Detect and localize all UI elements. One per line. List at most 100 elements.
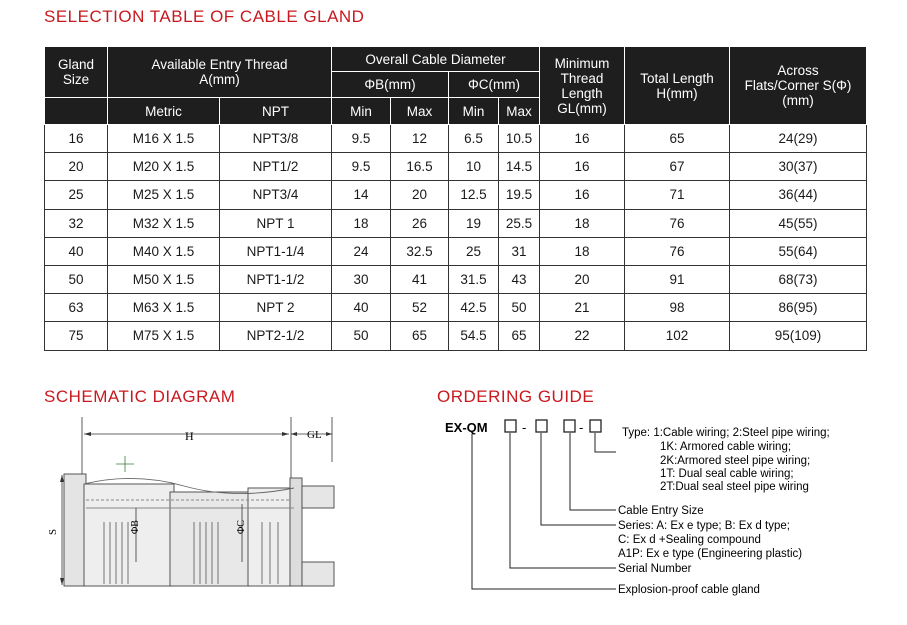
cell-phi-b-min: 9.5 — [331, 123, 392, 154]
model-code: EX-QM — [445, 420, 488, 435]
cell-phi-c-min: 31.5 — [448, 264, 500, 295]
code-dash-2: - — [579, 420, 583, 435]
cell-phi-b-min: 24 — [331, 236, 392, 266]
cell-npt: NPT1-1/2 — [218, 264, 333, 295]
cell-phi-b-max: 41 — [390, 264, 450, 295]
series-line-2: C: Ex d +Sealing compound — [618, 534, 761, 546]
entry-size-label: Cable Entry Size — [618, 505, 704, 517]
cell-phi-b-max: 12 — [390, 123, 450, 154]
cell-phi-b-min: 30 — [331, 264, 392, 295]
cell-gland-size: 75 — [44, 321, 108, 351]
cell-across-flats: 45(55) — [729, 208, 868, 238]
dimension-h-label: H — [185, 429, 194, 443]
dimension-phi-c-label: ΦC — [236, 520, 247, 534]
cell-min-thread: 21 — [539, 293, 626, 323]
cell-gland-size: 63 — [44, 293, 108, 323]
cell-phi-c-max: 25.5 — [498, 208, 541, 238]
cell-across-flats: 86(95) — [729, 293, 868, 323]
cell-total-length: 65 — [624, 123, 731, 154]
cell-gland-size: 20 — [44, 152, 108, 182]
series-line-1: Series: A: Ex e type; B: Ex d type; — [618, 520, 790, 532]
dimension-gl-label: GL — [307, 429, 322, 441]
cell-across-flats: 24(29) — [729, 123, 868, 154]
serial-number-label: Serial Number — [618, 563, 692, 575]
selection-table: Gland Size Available Entry Thread A(mm) … — [44, 46, 868, 351]
header-overall-diameter: Overall Cable Diameter — [331, 46, 541, 72]
cell-npt: NPT2-1/2 — [218, 321, 333, 351]
cell-phi-c-max: 31 — [498, 236, 541, 266]
header-gland-size: Gland Size — [44, 46, 108, 98]
header-across-flats: Across Flats/Corner S(Φ) (mm) — [729, 46, 868, 125]
cell-total-length: 91 — [624, 264, 731, 295]
dimension-phi-b-label: ΦB — [130, 520, 141, 534]
cell-phi-c-min: 19 — [448, 208, 500, 238]
cell-npt: NPT3/8 — [218, 123, 333, 154]
cell-phi-b-max: 20 — [390, 180, 450, 210]
cell-min-thread: 22 — [539, 321, 626, 351]
header-total-length: Total Length H(mm) — [624, 46, 731, 125]
cell-phi-c-max: 43 — [498, 264, 541, 295]
cell-min-thread: 18 — [539, 236, 626, 266]
cell-metric: M50 X 1.5 — [107, 264, 220, 295]
cell-phi-c-max: 65 — [498, 321, 541, 351]
selection-table-title: SELECTION TABLE OF CABLE GLAND — [44, 7, 365, 26]
header-gland-size-lower — [44, 97, 108, 125]
cell-total-length: 98 — [624, 293, 731, 323]
cell-across-flats: 30(37) — [729, 152, 868, 182]
header-phi-b-max: Max — [390, 97, 450, 125]
cell-phi-c-min: 42.5 — [448, 293, 500, 323]
cell-phi-b-max: 52 — [390, 293, 450, 323]
cell-gland-size: 50 — [44, 264, 108, 295]
cell-phi-c-max: 50 — [498, 293, 541, 323]
cell-metric: M25 X 1.5 — [107, 180, 220, 210]
cell-phi-b-min: 40 — [331, 293, 392, 323]
cell-metric: M20 X 1.5 — [107, 152, 220, 182]
cell-across-flats: 36(44) — [729, 180, 868, 210]
cell-metric: M32 X 1.5 — [107, 208, 220, 238]
cell-phi-b-max: 26 — [390, 208, 450, 238]
cell-total-length: 76 — [624, 208, 731, 238]
cell-phi-b-min: 14 — [331, 180, 392, 210]
cell-npt: NPT3/4 — [218, 180, 333, 210]
cell-gland-size: 40 — [44, 236, 108, 266]
ordering-guide-title: ORDERING GUIDE — [437, 387, 595, 406]
header-phi-c-min: Min — [448, 97, 500, 125]
type-line-1: Type: 1:Cable wiring; 2:Steel pipe wirin… — [622, 427, 830, 439]
cell-gland-size: 25 — [44, 180, 108, 210]
ordering-guide: EX-QM - - Type: 1:Cable wiring; 2:Steel … — [445, 419, 830, 596]
cell-total-length: 102 — [624, 321, 731, 351]
cell-npt: NPT1/2 — [218, 152, 333, 182]
cell-metric: M63 X 1.5 — [107, 293, 220, 323]
cell-phi-c-min: 6.5 — [448, 123, 500, 154]
product-label: Explosion-proof cable gland — [618, 584, 760, 596]
cell-total-length: 71 — [624, 180, 731, 210]
cable-gland-drawing — [63, 473, 335, 587]
header-phi-b-min: Min — [331, 97, 392, 125]
cell-total-length: 67 — [624, 152, 731, 182]
cell-metric: M16 X 1.5 — [107, 123, 220, 154]
code-box-series — [535, 419, 548, 433]
cell-phi-b-max: 32.5 — [390, 236, 450, 266]
cell-across-flats: 55(64) — [729, 236, 868, 266]
cell-npt: NPT1-1/4 — [218, 236, 333, 266]
cell-min-thread: 16 — [539, 180, 626, 210]
dimension-s-label: S — [47, 529, 59, 535]
type-line-5: 2T:Dual seal steel pipe wiring — [660, 481, 809, 493]
cell-gland-size: 32 — [44, 208, 108, 238]
cell-phi-c-min: 12.5 — [448, 180, 500, 210]
cell-phi-c-min: 10 — [448, 152, 500, 182]
cell-gland-size: 16 — [44, 123, 108, 154]
header-npt: NPT — [218, 97, 333, 125]
schematic-diagram: H GL S ΦB ΦC — [47, 417, 335, 587]
series-line-3: A1P: Ex e type (Engineering plastic) — [618, 548, 802, 560]
cell-phi-c-max: 19.5 — [498, 180, 541, 210]
header-phi-c-max: Max — [498, 97, 541, 125]
cell-phi-b-min: 50 — [331, 321, 392, 351]
header-phi-c: ΦC(mm) — [448, 71, 541, 98]
